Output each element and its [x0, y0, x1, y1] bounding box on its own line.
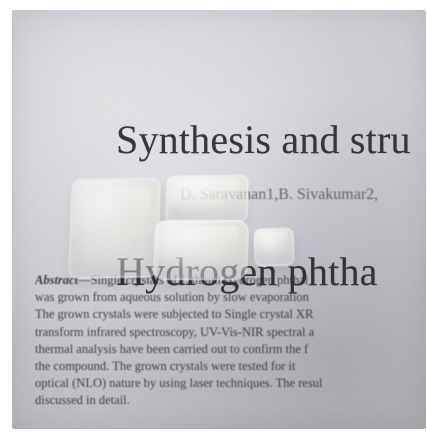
- crystal-small-right: [253, 227, 295, 267]
- abstract-line-4: transform infrared spectroscopy, UV-Vis-…: [35, 324, 315, 339]
- crystal-top-middle: [165, 174, 249, 223]
- crystal-large-left: [68, 177, 161, 279]
- paper-title-line-1: Synthesis and stru: [116, 117, 411, 162]
- abstract-line-6: the compound. The grown crystals were te…: [35, 359, 296, 374]
- abstract-line-5: thermal analysis have been carried out t…: [35, 341, 309, 356]
- abstract-line-3: The grown crystals were subjected to Sin…: [35, 307, 314, 322]
- crystal-bottom-middle: [152, 220, 250, 280]
- paper-abstract: Abstract—Single crystals of Lithium Hydr…: [35, 272, 426, 410]
- paper-photo: Synthesis and stru Hydrogen phtha D. Sar…: [12, 10, 426, 429]
- abstract-line-8: discussed in detail.: [35, 393, 130, 408]
- abstract-line-2: was grown from aqueous solution by slow …: [35, 290, 309, 305]
- abstract-lead: Abstract: [35, 273, 79, 287]
- abstract-line-7: optical (NLO) nature by using laser tech…: [35, 376, 323, 391]
